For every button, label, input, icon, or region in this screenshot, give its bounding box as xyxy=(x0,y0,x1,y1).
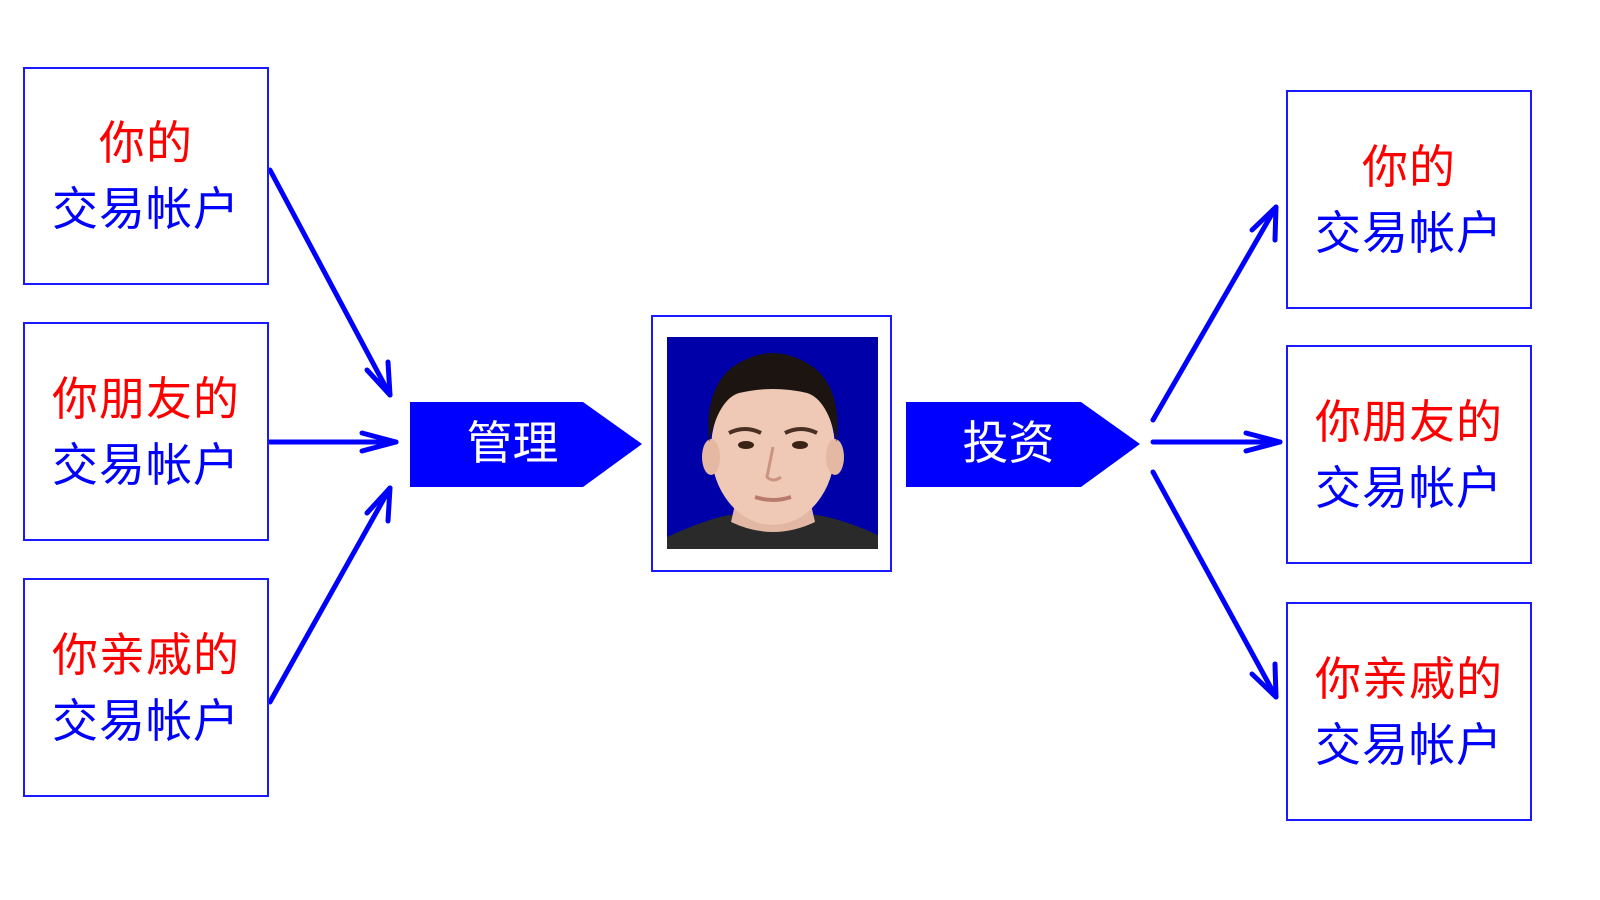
arrowhead-icon xyxy=(1249,661,1279,700)
arrowhead-icon xyxy=(364,359,393,398)
arrow-right-bottom xyxy=(1150,469,1279,700)
right-box-your-account: 你的 交易帐户 xyxy=(1286,90,1532,309)
right-box-relative-account: 你亲戚的 交易帐户 xyxy=(1286,602,1532,821)
arrowhead-icon xyxy=(364,485,393,524)
invest-label: 投资 xyxy=(962,416,1055,470)
right-box-friend-account: 你朋友的 交易帐户 xyxy=(1286,345,1532,564)
arrow-left-bottom xyxy=(267,485,393,705)
box-owner-label: 你朋友的 xyxy=(1315,394,1503,449)
box-owner-label: 你朋友的 xyxy=(52,371,240,426)
left-box-friend-account: 你朋友的 交易帐户 xyxy=(23,322,269,541)
box-owner-label: 你亲戚的 xyxy=(52,627,240,682)
photo-frame xyxy=(651,315,892,572)
left-box-your-account: 你的 交易帐户 xyxy=(23,67,269,285)
box-account-label: 交易帐户 xyxy=(52,693,240,748)
box-owner-label: 你的 xyxy=(1362,139,1456,194)
arrow-right-top xyxy=(1150,204,1279,423)
box-account-label: 交易帐户 xyxy=(52,437,240,492)
manage-label: 管理 xyxy=(466,416,559,470)
box-owner-label: 你亲戚的 xyxy=(1315,651,1503,706)
left-box-relative-account: 你亲戚的 交易帐户 xyxy=(23,578,269,797)
arrowhead-icon xyxy=(1249,204,1279,243)
arrow-left-top xyxy=(267,167,393,398)
box-account-label: 交易帐户 xyxy=(52,182,240,236)
box-account-label: 交易帐户 xyxy=(1315,460,1503,515)
invest-chevron xyxy=(906,402,1140,487)
box-owner-label: 你的 xyxy=(99,116,193,170)
arrowhead-icon xyxy=(359,430,399,454)
arrowhead-icon xyxy=(1243,430,1283,454)
box-account-label: 交易帐户 xyxy=(1315,717,1503,772)
manage-chevron xyxy=(410,402,642,487)
portrait-photo xyxy=(667,337,878,549)
box-account-label: 交易帐户 xyxy=(1315,205,1503,260)
